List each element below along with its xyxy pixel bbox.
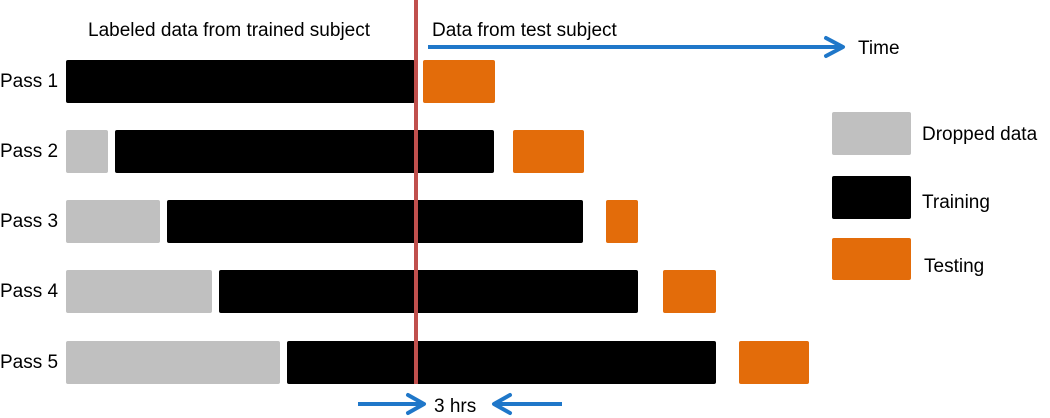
- testing-segment: [663, 270, 716, 313]
- dropped-segment: [66, 130, 108, 173]
- pass-label: Pass 4: [0, 281, 59, 302]
- legend-swatch-training: [832, 176, 911, 219]
- legend-swatch-dropped: [832, 112, 911, 155]
- pass-label: Pass 1: [0, 71, 59, 92]
- testing-segment: [513, 130, 584, 173]
- pass-label: Pass 5: [0, 352, 59, 373]
- training-segment: [167, 200, 583, 243]
- pass-label: Pass 3: [0, 211, 59, 232]
- training-segment: [219, 270, 638, 313]
- interval-arrow-right-head: [492, 393, 512, 415]
- testing-segment: [739, 341, 809, 384]
- training-segment: [287, 341, 716, 384]
- pass-label: Pass 2: [0, 141, 59, 162]
- legend-label-dropped: Dropped data: [922, 124, 1038, 145]
- interval-label: 3 hrs: [434, 396, 477, 417]
- training-segment: [115, 130, 494, 173]
- testing-segment: [423, 60, 495, 103]
- dropped-segment: [66, 270, 212, 313]
- testing-segment: [606, 200, 638, 243]
- dropped-segment: [66, 341, 280, 384]
- header-left-label: Labeled data from trained subject: [88, 20, 371, 41]
- interval-arrow-left-head: [406, 393, 426, 415]
- test-start-divider: [414, 0, 418, 384]
- header-right-label: Data from test subject: [432, 20, 617, 41]
- time-label: Time: [858, 38, 900, 59]
- legend-label-training: Training: [922, 192, 990, 213]
- legend-label-testing: Testing: [924, 256, 985, 277]
- training-segment: [66, 60, 415, 103]
- legend-swatch-testing: [832, 238, 911, 280]
- dropped-segment: [66, 200, 160, 243]
- time-arrow-head: [824, 36, 845, 58]
